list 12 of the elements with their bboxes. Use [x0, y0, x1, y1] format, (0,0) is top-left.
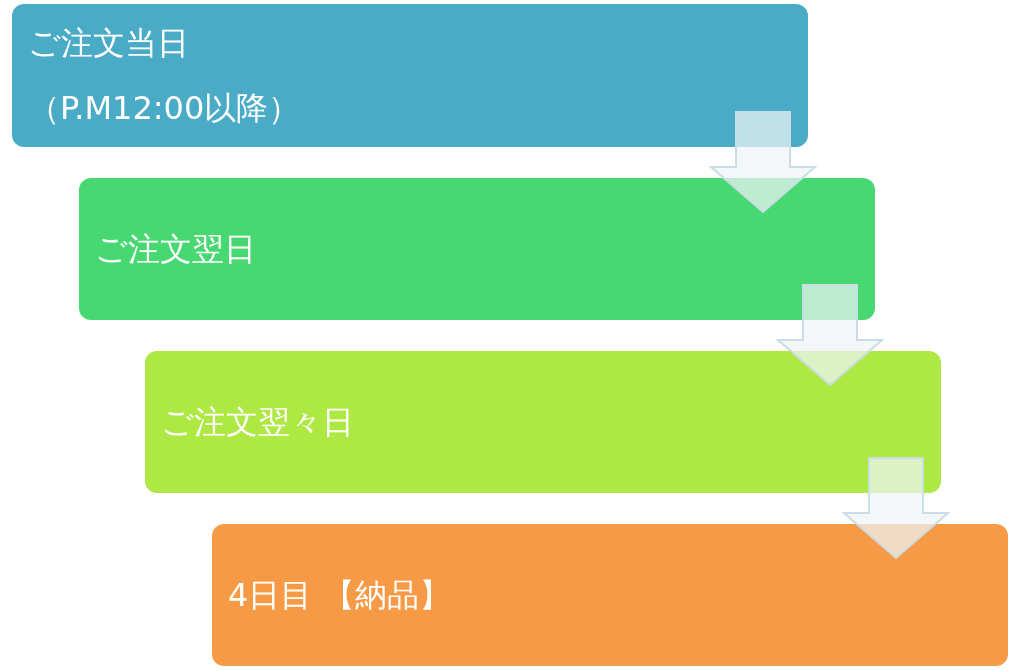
- step-title: ご注文翌日: [95, 229, 257, 269]
- step-box: [79, 178, 875, 320]
- step-box: [12, 4, 808, 147]
- step-title: 4日目 【納品】: [228, 575, 452, 615]
- step-title: ご注文当日: [28, 23, 190, 62]
- block-arrow: [708, 111, 818, 214]
- step-box: [212, 524, 1008, 666]
- step-title: ご注文翌々日: [161, 402, 355, 442]
- block-arrow: [841, 457, 951, 560]
- block-arrow: [775, 284, 885, 387]
- step-box: [145, 351, 941, 493]
- step-note: （P.M12:00以降）: [28, 89, 302, 128]
